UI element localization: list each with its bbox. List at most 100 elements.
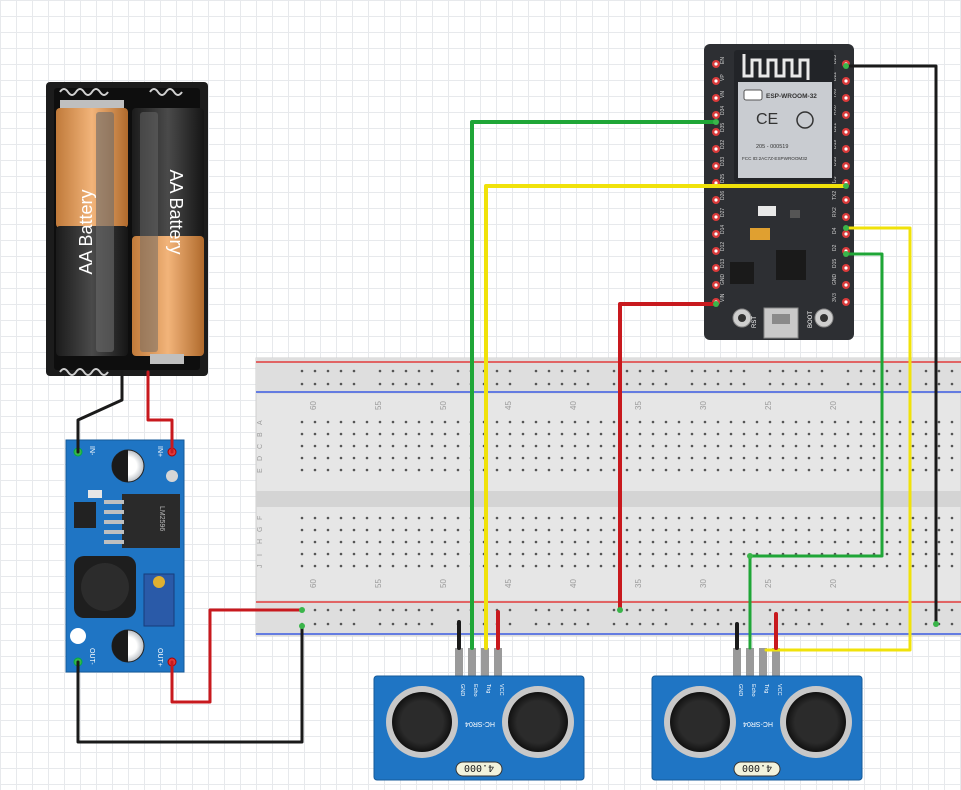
- wire-sensor1-trig[interactable]: [484, 184, 848, 650]
- buck-converter: IN- IN+ OUT- OUT+ LM2596: [65, 439, 185, 673]
- esp32-right-pins: [842, 60, 850, 306]
- battery-label-left: AA Battery: [76, 189, 96, 274]
- svg-text:30: 30: [699, 579, 708, 588]
- svg-text:D22: D22: [832, 72, 838, 81]
- svg-text:60: 60: [309, 579, 318, 588]
- wire-battery-positive[interactable]: [146, 370, 174, 454]
- svg-text:30: 30: [699, 401, 708, 410]
- svg-text:20: 20: [829, 401, 838, 410]
- svg-text:D21: D21: [832, 123, 838, 132]
- in-plus-label: IN+: [156, 446, 163, 457]
- svg-text:D27: D27: [720, 208, 726, 217]
- wire-battery-negative[interactable]: [76, 370, 124, 454]
- wire-esp-vin[interactable]: [618, 302, 718, 612]
- esp32-right-pin-labels: D23 D22 TX0 RX0 D21 D19 D18 D5 TX2 RX2 D…: [832, 55, 838, 302]
- wire-buck-out-positive[interactable]: [170, 608, 304, 704]
- ultrasonic-sensor-1: GND Echo Trig VCC HC-SR04 4.000: [373, 648, 585, 781]
- in-minus-label: IN-: [88, 446, 95, 456]
- tantalum-cap: [750, 228, 770, 240]
- svg-text:VIN: VIN: [720, 293, 726, 302]
- svg-text:C: C: [257, 444, 264, 449]
- svg-text:B: B: [257, 432, 264, 437]
- svg-text:D25: D25: [720, 174, 726, 183]
- svg-text:VCC: VCC: [498, 684, 504, 696]
- column-numbers-top: 60 55 50 45 40 35 30 25 20: [309, 401, 838, 410]
- sensor-model: HC-SR04: [465, 720, 495, 727]
- wire-sensor1-echo[interactable]: [470, 120, 718, 650]
- boot-label: BOOT: [808, 311, 814, 328]
- battery-cell-left: AA Battery: [56, 100, 128, 356]
- svg-text:D4: D4: [832, 227, 838, 234]
- svg-text:EN: EN: [720, 57, 726, 64]
- svg-text:40: 40: [569, 401, 578, 410]
- svg-text:D35: D35: [720, 123, 726, 132]
- svg-text:50: 50: [439, 401, 448, 410]
- svg-text:D19: D19: [832, 140, 838, 149]
- svg-text:G: G: [257, 527, 264, 532]
- svg-text:D: D: [257, 456, 264, 461]
- svg-text:Trig: Trig: [485, 684, 491, 693]
- row-letters: A B C D E F G H I J: [257, 420, 264, 568]
- svg-text:60: 60: [309, 401, 318, 410]
- svg-text:RX2: RX2: [832, 207, 838, 217]
- wifi-logo-icon: [743, 89, 763, 101]
- breadboard: 60 55 50 45 40 35 30 25 20 60 55 50 45 4…: [255, 357, 961, 637]
- svg-text:VCC: VCC: [776, 684, 782, 696]
- fcc-id: FCC ID:2AC7Z-ESPWROOM32: [742, 156, 808, 161]
- svg-text:D2: D2: [832, 244, 838, 251]
- bottom-power-rail: [256, 600, 961, 636]
- svg-text:35: 35: [634, 579, 643, 588]
- wire-endpoints: [299, 63, 939, 629]
- wire-esp-gnd[interactable]: [844, 64, 938, 626]
- transducer-left: [670, 692, 730, 752]
- transducer-left: [392, 692, 452, 752]
- svg-text:H: H: [257, 539, 264, 544]
- sensor-model: HC-SR04: [743, 720, 773, 727]
- svg-text:E: E: [257, 468, 264, 473]
- svg-text:D33: D33: [720, 157, 726, 166]
- svg-text:55: 55: [374, 579, 383, 588]
- svg-text:45: 45: [504, 401, 513, 410]
- svg-text:D5: D5: [832, 176, 838, 183]
- svg-text:A: A: [257, 420, 264, 425]
- center-channel: [256, 491, 961, 507]
- model-code: 205 - 000519: [756, 144, 788, 150]
- svg-text:D26: D26: [720, 191, 726, 200]
- out-plus-label: OUT+: [156, 648, 163, 667]
- svg-text:D15: D15: [832, 259, 838, 268]
- svg-text:LM2596: LM2596: [158, 506, 165, 531]
- svg-text:D12: D12: [720, 242, 726, 251]
- crystal-badge: 4.000: [742, 762, 772, 773]
- top-power-rail: [256, 358, 961, 394]
- module-name: ESP-WROOM-32: [766, 93, 817, 100]
- svg-text:D23: D23: [832, 55, 838, 64]
- svg-text:35: 35: [634, 401, 643, 410]
- wire-sensor2-echo[interactable]: [748, 252, 884, 650]
- transducer-right: [786, 692, 846, 752]
- svg-text:GND: GND: [459, 684, 465, 696]
- svg-text:D18: D18: [832, 157, 838, 166]
- svg-text:VN: VN: [720, 91, 726, 98]
- svg-text:Trig: Trig: [763, 684, 769, 693]
- transducer-right: [508, 692, 568, 752]
- svg-text:3V3: 3V3: [832, 293, 838, 302]
- diode: [74, 502, 96, 528]
- svg-text:GND: GND: [737, 684, 743, 696]
- lm2596-chip: LM2596: [104, 494, 180, 548]
- battery-label-right: AA Battery: [166, 169, 186, 254]
- svg-text:GND: GND: [832, 274, 838, 286]
- svg-text:20: 20: [829, 579, 838, 588]
- wire-buck-out-negative[interactable]: [76, 624, 304, 744]
- ce-mark: CE: [756, 111, 778, 128]
- wire-sensor2-trig[interactable]: [764, 226, 912, 652]
- svg-text:GND: GND: [720, 274, 726, 286]
- esp32-board: EN VP VN D34 D35 D32 D33 D25 D26 D27 D14…: [704, 44, 854, 340]
- column-numbers-bottom: 60 55 50 45 40 35 30 25 20: [309, 579, 838, 588]
- svg-text:45: 45: [504, 579, 513, 588]
- svg-text:TX2: TX2: [832, 191, 838, 200]
- svg-text:D14: D14: [720, 225, 726, 234]
- svg-text:Echo: Echo: [472, 684, 478, 697]
- esp32-left-pin-labels: EN VP VN D34 D35 D32 D33 D25 D26 D27 D14…: [720, 57, 726, 302]
- svg-text:J: J: [257, 565, 264, 569]
